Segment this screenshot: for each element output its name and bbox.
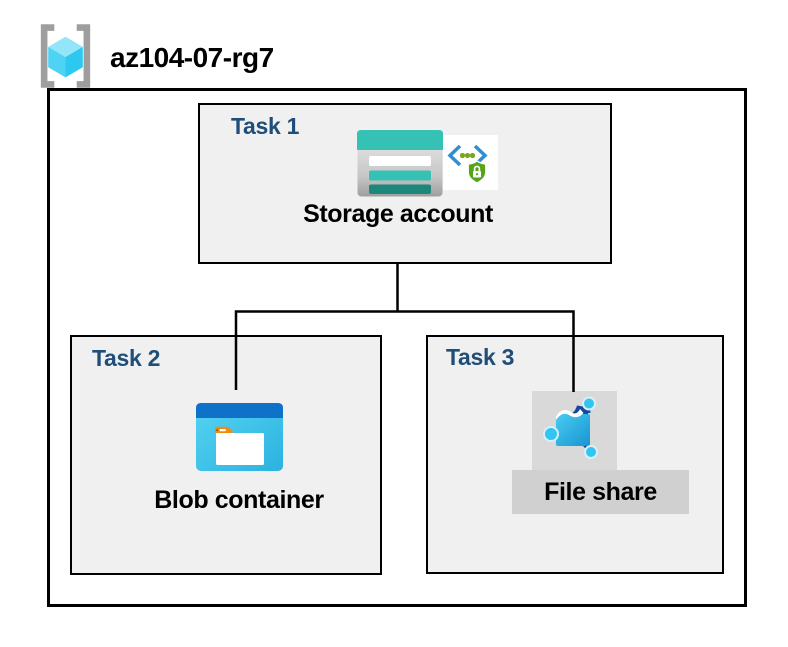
- blob-container-label: Blob container: [154, 486, 324, 514]
- cube-top-face: [48, 36, 83, 58]
- secure-icon-background: [443, 135, 498, 190]
- task-1-label: Task 1: [231, 113, 300, 139]
- storage-top-bar: [357, 130, 443, 150]
- network-node-top: [582, 396, 596, 411]
- storage-account-label: Storage account: [303, 200, 493, 228]
- code-dot: [464, 152, 471, 159]
- task-1-box: Task 1: [198, 103, 612, 264]
- task-2-box: Task 2 Blob container: [70, 335, 382, 575]
- resource-group-icon: [40, 24, 91, 88]
- file-share-label: File share: [544, 478, 657, 506]
- code-dot: [459, 152, 466, 159]
- lock-keyhole: [475, 173, 479, 176]
- network-node-bottom: [584, 445, 598, 459]
- file-share-label-highlight: File share: [512, 470, 689, 514]
- storage-dark-teal-bar: [369, 184, 431, 194]
- lock-shackle: [473, 165, 481, 171]
- blob-folder-shape: [216, 433, 264, 465]
- storage-white-bar: [369, 156, 431, 166]
- task-3-box: Task 3 File share: [426, 335, 724, 574]
- blob-tab-dot: [216, 429, 219, 431]
- code-dot: [469, 152, 476, 159]
- task-3-label: Task 3: [446, 344, 515, 370]
- code-left-angle: [447, 144, 462, 167]
- task-2-label: Task 2: [92, 345, 161, 371]
- network-node-left: [543, 426, 559, 442]
- folder-body-shape: [556, 414, 590, 446]
- page-title: az104-07-rg7: [110, 42, 274, 73]
- cube-left-face: [48, 46, 66, 78]
- folder-page-wave: [556, 409, 584, 420]
- blob-tab-dash: [219, 429, 226, 432]
- left-bracket-shape: [40, 24, 55, 88]
- cube-right-face: [65, 46, 83, 78]
- folder-flap-shape: [569, 405, 588, 415]
- right-bracket-shape: [76, 24, 91, 88]
- file-share-icon: [543, 396, 598, 459]
- secure-transfer-icon: [443, 135, 498, 190]
- blob-window-titlebar: [196, 403, 283, 418]
- storage-teal-bar: [369, 170, 431, 181]
- blob-container-icon: [196, 403, 283, 471]
- storage-account-icon: [357, 130, 443, 197]
